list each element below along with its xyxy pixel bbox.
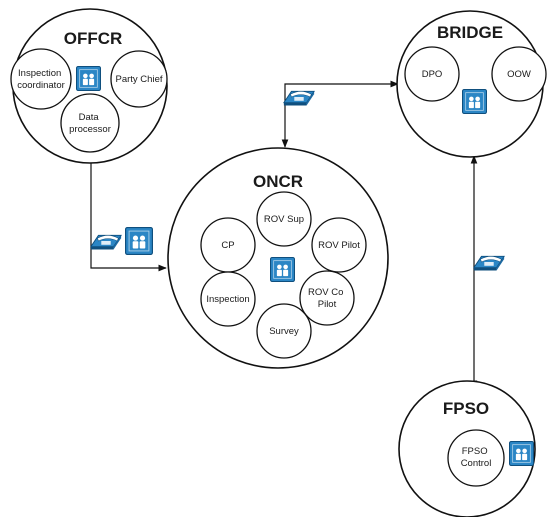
member-rov-co-pilot-circle xyxy=(299,270,355,326)
people-group-icon xyxy=(509,441,534,466)
people-group-icon xyxy=(462,89,487,114)
member-rov-co-pilot: ROV Co Pilot xyxy=(308,287,346,310)
member-survey-circle xyxy=(256,303,312,359)
telephone-icon xyxy=(90,234,122,250)
telephone-icon xyxy=(473,255,505,271)
member-inspection: Inspection xyxy=(206,294,249,305)
people-group-icon xyxy=(76,66,101,91)
member-fpso-control-circle xyxy=(447,429,505,487)
group-offcr: OFFCR Inspection coordinator Party Chief… xyxy=(10,8,168,164)
oncr-bridge-connector xyxy=(281,80,399,148)
member-party-chief: Party Chief xyxy=(116,74,163,85)
connectors xyxy=(90,80,478,389)
group-oncr: ONCR ROV Sup CP ROV Pilot Inspection ROV… xyxy=(167,147,389,369)
member-oow: OOW xyxy=(507,69,531,80)
people-group-icon xyxy=(270,257,295,282)
member-oow-circle xyxy=(491,46,547,102)
member-dpo: DPO xyxy=(422,69,443,80)
member-rov-sup: ROV Sup xyxy=(264,214,304,225)
member-inspection-coordinator: Inspection coordinator xyxy=(17,68,65,91)
member-inspection-circle xyxy=(200,271,256,327)
offcr-title: OFFCR xyxy=(64,29,123,48)
member-inspection-coordinator-circle xyxy=(10,48,72,110)
oncr-title: ONCR xyxy=(253,172,303,191)
member-data-processor-circle xyxy=(60,93,120,153)
member-survey: Survey xyxy=(269,326,299,337)
member-rov-sup-circle xyxy=(256,191,312,247)
group-bridge: BRIDGE DPO OOW xyxy=(396,10,547,158)
member-fpso-control: FPSO Control xyxy=(461,446,492,469)
people-group-icon xyxy=(125,227,153,255)
member-rov-pilot: ROV Pilot xyxy=(318,240,360,251)
member-cp: CP xyxy=(221,240,234,251)
fpso-title: FPSO xyxy=(443,399,489,418)
member-dpo-circle xyxy=(404,46,460,102)
member-data-processor: Data processor xyxy=(69,112,111,135)
bridge-title: BRIDGE xyxy=(437,23,503,42)
member-rov-pilot-circle xyxy=(311,217,367,273)
offcr-oncr-connector xyxy=(90,153,167,272)
member-party-chief-circle xyxy=(110,50,168,108)
group-fpso: FPSO FPSO Control xyxy=(398,380,536,517)
telephone-icon xyxy=(283,90,315,106)
